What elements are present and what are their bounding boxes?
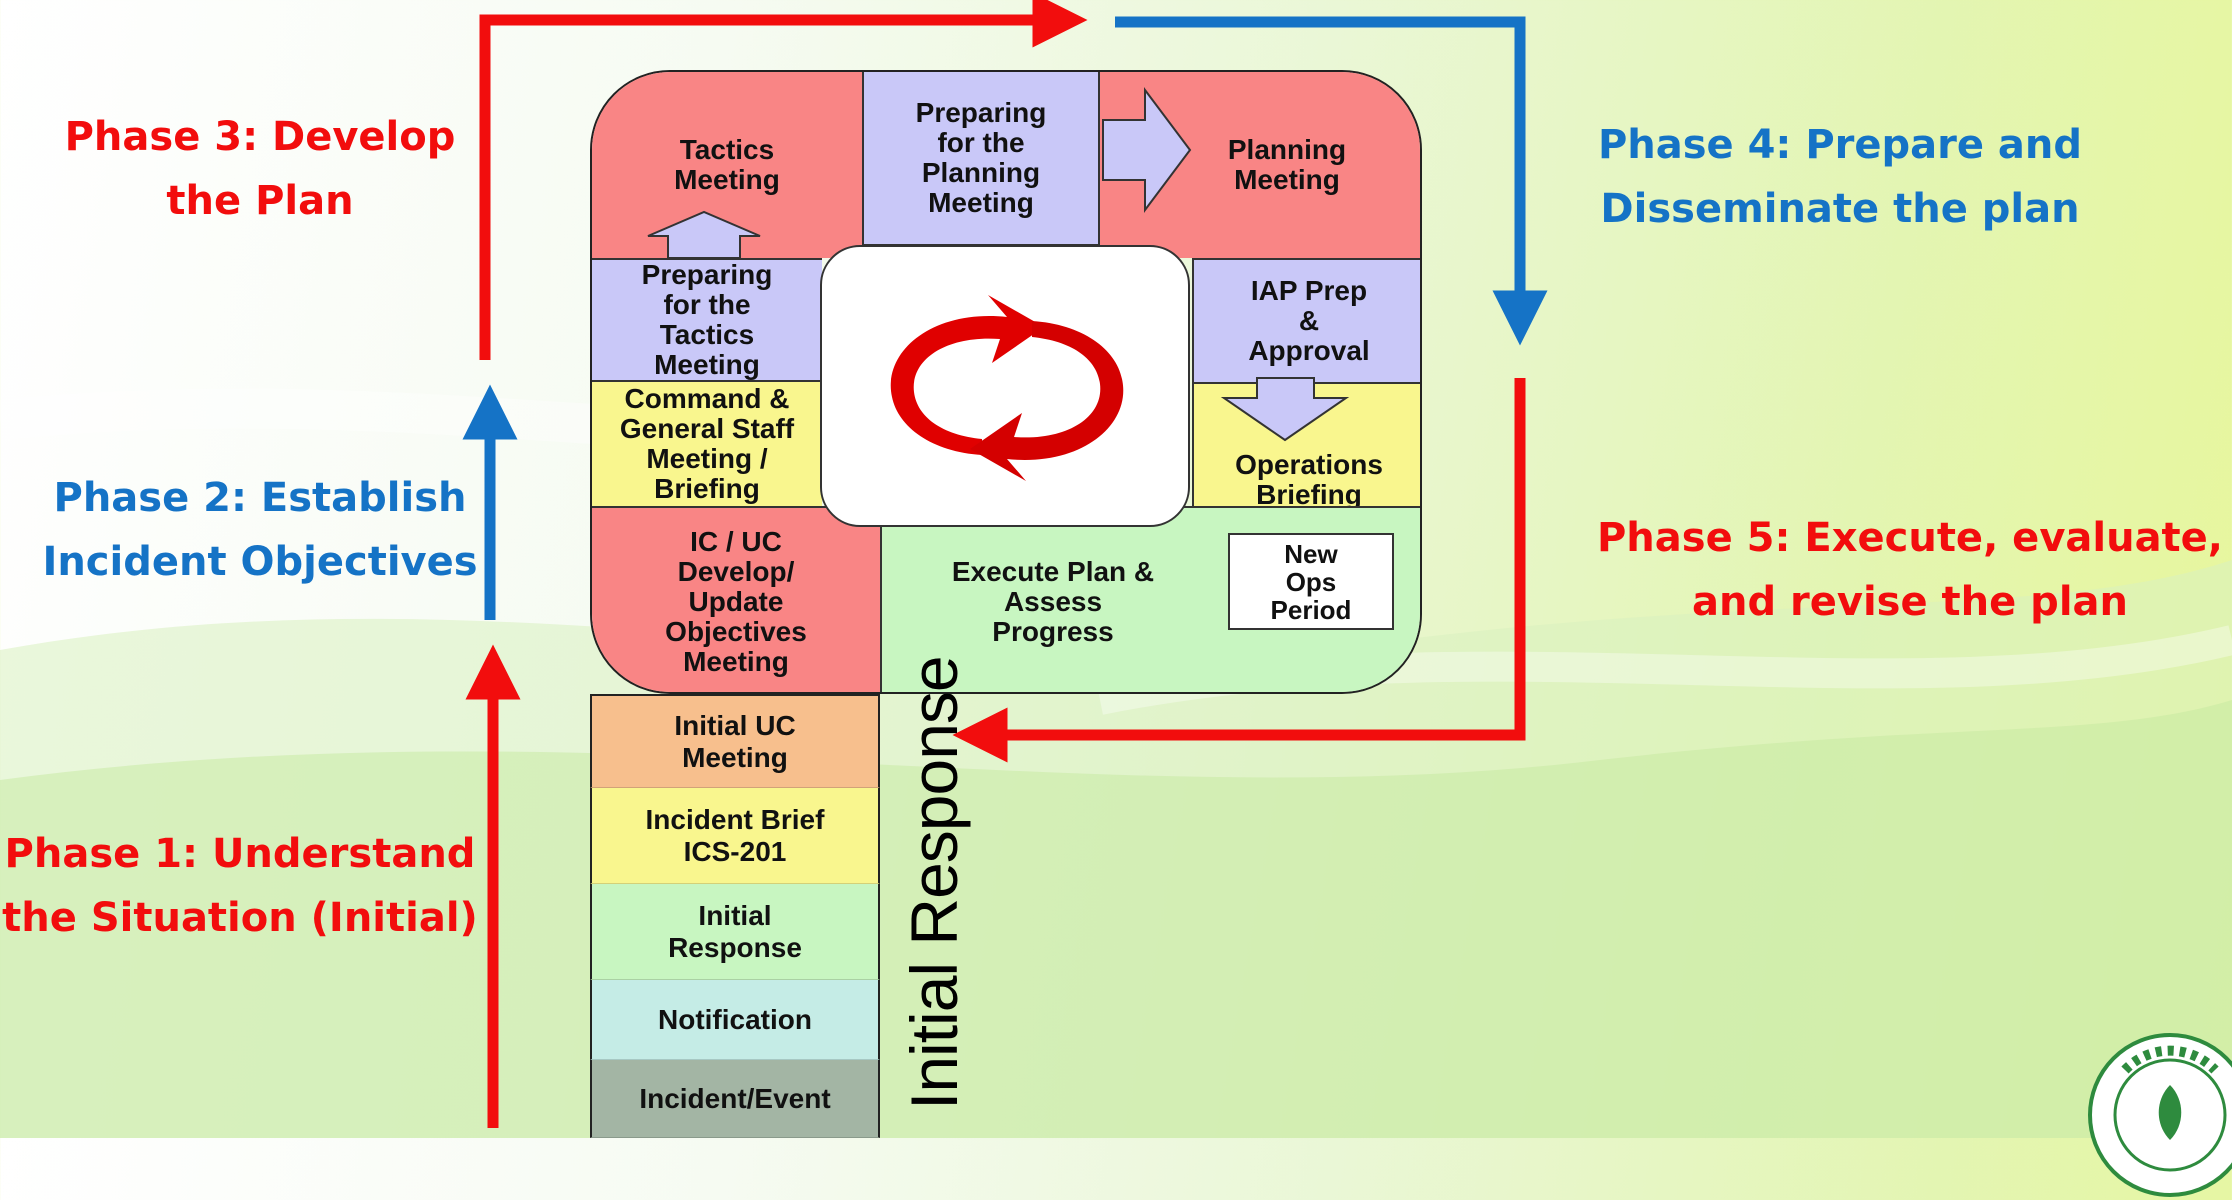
phase-1-line-1: Phase 1: Understand bbox=[4, 831, 476, 877]
phase-3-label: Phase 3: Develop the Plan bbox=[40, 105, 480, 233]
phase-5-label: Phase 5: Execute, evaluate, and revise t… bbox=[1590, 506, 2230, 634]
cycle-center-box bbox=[820, 245, 1190, 527]
stack-incident-brief: Incident Brief ICS-201 bbox=[590, 788, 880, 884]
phase-3-arrow bbox=[479, 0, 1088, 360]
new-ops-period-box: New Ops Period bbox=[1228, 533, 1394, 630]
prep-planning-cell: Preparing for the Planning Meeting bbox=[862, 72, 1100, 246]
phase-arrows bbox=[462, 0, 1548, 1128]
stack-incident-event: Incident/Event bbox=[590, 1060, 880, 1138]
phase-2-line-1: Phase 2: Establish bbox=[53, 475, 467, 521]
ic-uc-objectives-cell: IC / UC Develop/ Update Objectives Meeti… bbox=[592, 506, 882, 692]
phase-4-line-1: Phase 4: Prepare and bbox=[1597, 122, 2083, 168]
command-general-staff-cell: Command & General Staff Meeting / Briefi… bbox=[592, 380, 822, 506]
phase-5-line-2: and revise the plan bbox=[1692, 579, 2128, 625]
phase-2-label: Phase 2: Establish Incident Objectives bbox=[20, 466, 500, 594]
phase-5-line-1: Phase 5: Execute, evaluate, bbox=[1596, 515, 2224, 561]
stack-initial-response: Initial Response bbox=[590, 884, 880, 980]
stack-notification: Notification bbox=[590, 980, 880, 1060]
up-flow-arrow bbox=[647, 210, 761, 259]
cycle-flow-arrows bbox=[647, 87, 1350, 442]
phase-1-label: Phase 1: Understand the Situation (Initi… bbox=[0, 822, 480, 950]
refresh-cycle-icon bbox=[890, 295, 1124, 481]
prep-tactics-cell: Preparing for the Tactics Meeting bbox=[592, 258, 822, 380]
phase-4-arrow bbox=[1115, 16, 1548, 346]
background-waves bbox=[0, 560, 2232, 1138]
initial-response-vertical-label: Initial Response bbox=[897, 656, 971, 1110]
phase-5-arrow bbox=[952, 378, 1526, 763]
phase-3-line-2: the Plan bbox=[166, 178, 354, 224]
phase-4-label: Phase 4: Prepare and Disseminate the pla… bbox=[1580, 113, 2100, 241]
down-flow-arrow bbox=[1220, 377, 1350, 442]
phase-1-line-2: the Situation (Initial) bbox=[2, 895, 478, 941]
phase-3-line-1: Phase 3: Develop bbox=[64, 114, 456, 160]
right-flow-arrow bbox=[1102, 87, 1192, 213]
iap-prep-cell: IAP Prep & Approval bbox=[1192, 258, 1420, 382]
phase-4-line-2: Disseminate the plan bbox=[1600, 186, 2080, 232]
stack-initial-uc: Initial UC Meeting bbox=[590, 694, 880, 788]
phase-2-line-2: Incident Objectives bbox=[42, 539, 478, 585]
agency-seal-icon bbox=[2088, 1033, 2232, 1197]
